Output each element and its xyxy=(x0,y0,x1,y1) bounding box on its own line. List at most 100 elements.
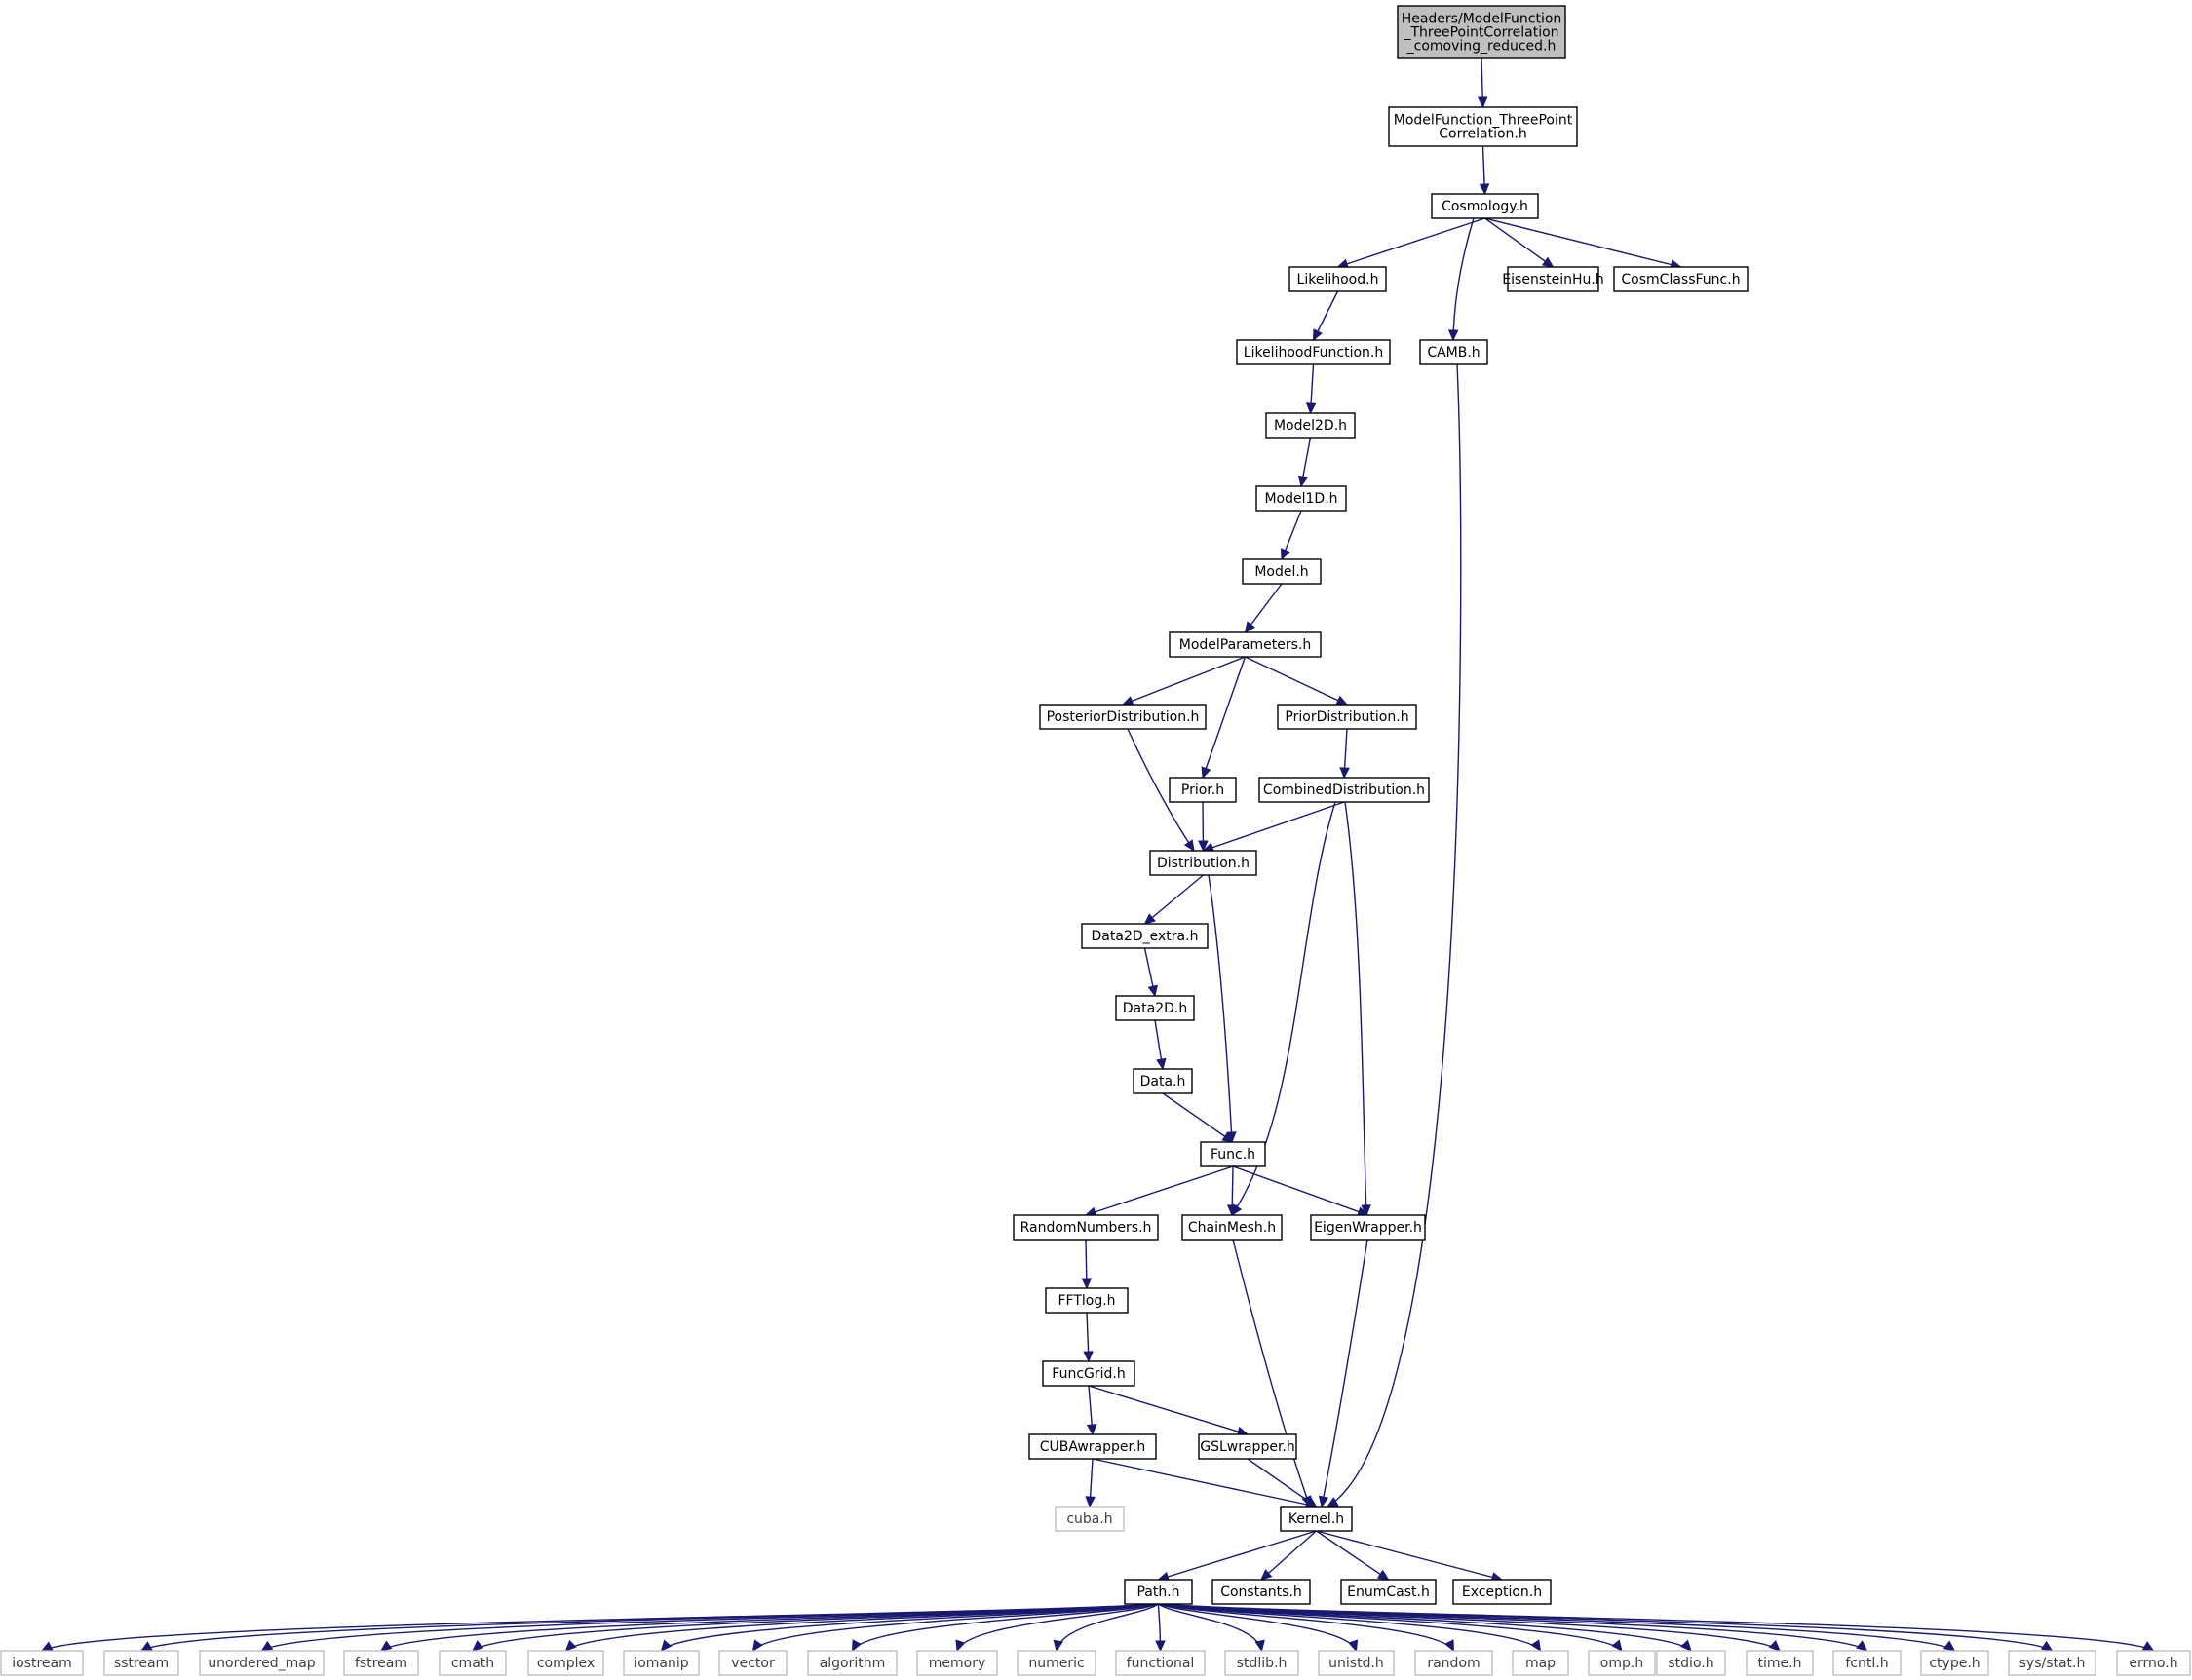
node-box xyxy=(1124,1579,1193,1605)
edge-arrowhead xyxy=(2040,1640,2054,1652)
node-root[interactable]: Headers/ModelFunction_ThreePointCorrelat… xyxy=(1397,5,1566,59)
node-exception[interactable]: Exception.h xyxy=(1452,1579,1552,1605)
node-posterior[interactable]: PosteriorDistribution.h xyxy=(1039,704,1207,730)
node-box xyxy=(1115,995,1195,1021)
node-fftlog[interactable]: FFTlog.h xyxy=(1045,1287,1129,1314)
edge-line xyxy=(1344,801,1367,1216)
node-box xyxy=(1255,485,1347,512)
node-func[interactable]: Func.h xyxy=(1200,1141,1266,1167)
node-eigen[interactable]: EigenWrapper.h xyxy=(1310,1214,1426,1241)
node-box xyxy=(1920,1650,1989,1676)
node-cuba[interactable]: CUBAwrapper.h xyxy=(1028,1433,1157,1460)
node-box xyxy=(1017,1650,1096,1676)
node-box xyxy=(1236,339,1391,365)
node-label: sstream xyxy=(114,1656,169,1671)
node-box xyxy=(1310,1214,1426,1241)
edge-arrowhead xyxy=(1348,1639,1359,1653)
edge-arrowhead xyxy=(1147,984,1158,998)
edge-line xyxy=(1231,801,1336,1216)
node-iomanip: iomanip xyxy=(623,1650,700,1676)
node-data[interactable]: Data.h xyxy=(1133,1068,1193,1094)
edge-arrowhead xyxy=(1611,1639,1623,1652)
node-box xyxy=(916,1650,998,1676)
edge-line xyxy=(1337,217,1485,268)
node-eisenstein[interactable]: EisensteinHu.h xyxy=(1502,266,1604,292)
edge-model1d-to-model xyxy=(1281,510,1302,561)
node-funcgrid[interactable]: FuncGrid.h xyxy=(1042,1360,1135,1387)
node-sysstat: sys/stat.h xyxy=(2008,1650,2096,1676)
node-label: Cosmology.h xyxy=(1442,199,1528,214)
node-model1d[interactable]: Model1D.h xyxy=(1255,485,1347,512)
node-box xyxy=(1258,777,1430,803)
node-label: RandomNumbers.h xyxy=(1020,1220,1152,1236)
edge-path-to-numeric xyxy=(1053,1603,1159,1653)
edge-line xyxy=(1158,1603,1542,1652)
node-priordist[interactable]: PriorDistribution.h xyxy=(1277,704,1417,730)
node-randnum[interactable]: RandomNumbers.h xyxy=(1013,1214,1159,1241)
node-random: random xyxy=(1414,1650,1493,1676)
node-camb[interactable]: CAMB.h xyxy=(1419,339,1488,365)
node-model2d[interactable]: Model2D.h xyxy=(1265,412,1356,439)
node-constants[interactable]: Constants.h xyxy=(1211,1579,1311,1605)
node-mf3p[interactable]: ModelFunction_ThreePointCorrelation.h xyxy=(1388,106,1578,147)
node-chainmesh[interactable]: ChainMesh.h xyxy=(1181,1214,1283,1241)
edge-arrowhead xyxy=(1121,696,1134,706)
edge-line xyxy=(1203,801,1345,852)
edge-arrowhead xyxy=(1143,913,1156,925)
edge-arrowhead xyxy=(1301,1495,1312,1508)
node-gsl[interactable]: GSLwrapper.h xyxy=(1198,1433,1297,1460)
node-box xyxy=(1512,1650,1569,1676)
node-modelparams[interactable]: ModelParameters.h xyxy=(1169,631,1322,658)
node-label: CombinedDistribution.h xyxy=(1263,783,1425,798)
node-label: omp.h xyxy=(1600,1656,1643,1671)
node-box xyxy=(439,1650,507,1676)
node-box xyxy=(807,1650,898,1676)
node-label: Path.h xyxy=(1136,1585,1179,1600)
edge-line xyxy=(1208,874,1233,1143)
node-label: vector xyxy=(731,1656,775,1671)
node-model[interactable]: Model.h xyxy=(1242,558,1322,585)
node-label: Exception.h xyxy=(1462,1585,1542,1600)
node-likefunc[interactable]: LikelihoodFunction.h xyxy=(1236,339,1391,365)
edge-path-to-map xyxy=(1158,1603,1542,1653)
edge-arrowhead xyxy=(1226,1204,1238,1217)
node-enumcast[interactable]: EnumCast.h xyxy=(1340,1579,1437,1605)
node-cosmology[interactable]: Cosmology.h xyxy=(1431,193,1539,219)
edge-arrowhead xyxy=(1339,767,1350,780)
node-data2d[interactable]: Data2D.h xyxy=(1115,995,1195,1021)
node-box xyxy=(1028,1433,1157,1460)
node-label: PosteriorDistribution.h xyxy=(1047,709,1200,725)
node-combined[interactable]: CombinedDistribution.h xyxy=(1258,777,1430,803)
node-label: sys/stat.h xyxy=(2019,1656,2086,1671)
node-box xyxy=(1613,266,1749,292)
node-label: EnumCast.h xyxy=(1347,1585,1430,1600)
node-likelihood[interactable]: Likelihood.h xyxy=(1288,266,1387,292)
edge-likefunc-to-model2d xyxy=(1305,363,1317,415)
edge-data-to-func xyxy=(1162,1092,1235,1143)
edge-modelparams-to-prior xyxy=(1201,656,1247,780)
edge-arrowhead xyxy=(1680,1639,1692,1652)
edge-arrowhead xyxy=(1156,1057,1167,1071)
edge-arrowhead xyxy=(1447,329,1459,342)
node-label: cmath xyxy=(451,1656,494,1671)
node-cosmclass[interactable]: CosmClassFunc.h xyxy=(1613,266,1749,292)
node-prior[interactable]: Prior.h xyxy=(1169,777,1237,803)
edge-line xyxy=(1162,1092,1234,1143)
edge-distribution-to-func xyxy=(1208,874,1237,1144)
node-box xyxy=(1265,412,1356,439)
node-label: Kernel.h xyxy=(1288,1511,1344,1527)
node-data2dextra[interactable]: Data2D_extra.h xyxy=(1081,923,1209,949)
edge-arrowhead xyxy=(1335,695,1349,706)
node-box xyxy=(2116,1650,2191,1676)
dependency-edges xyxy=(40,57,2155,1653)
node-box xyxy=(1169,631,1322,658)
node-kernel[interactable]: Kernel.h xyxy=(1280,1506,1353,1532)
edge-arrowhead xyxy=(380,1640,393,1652)
node-label: ModelParameters.h xyxy=(1179,637,1312,653)
node-distribution[interactable]: Distribution.h xyxy=(1149,850,1257,876)
node-box xyxy=(1224,1650,1299,1676)
node-path[interactable]: Path.h xyxy=(1124,1579,1193,1605)
edge-arrowhead xyxy=(1361,1204,1371,1217)
node-label: CUBAwrapper.h xyxy=(1040,1439,1146,1455)
edge-arrowhead xyxy=(1376,1569,1390,1581)
